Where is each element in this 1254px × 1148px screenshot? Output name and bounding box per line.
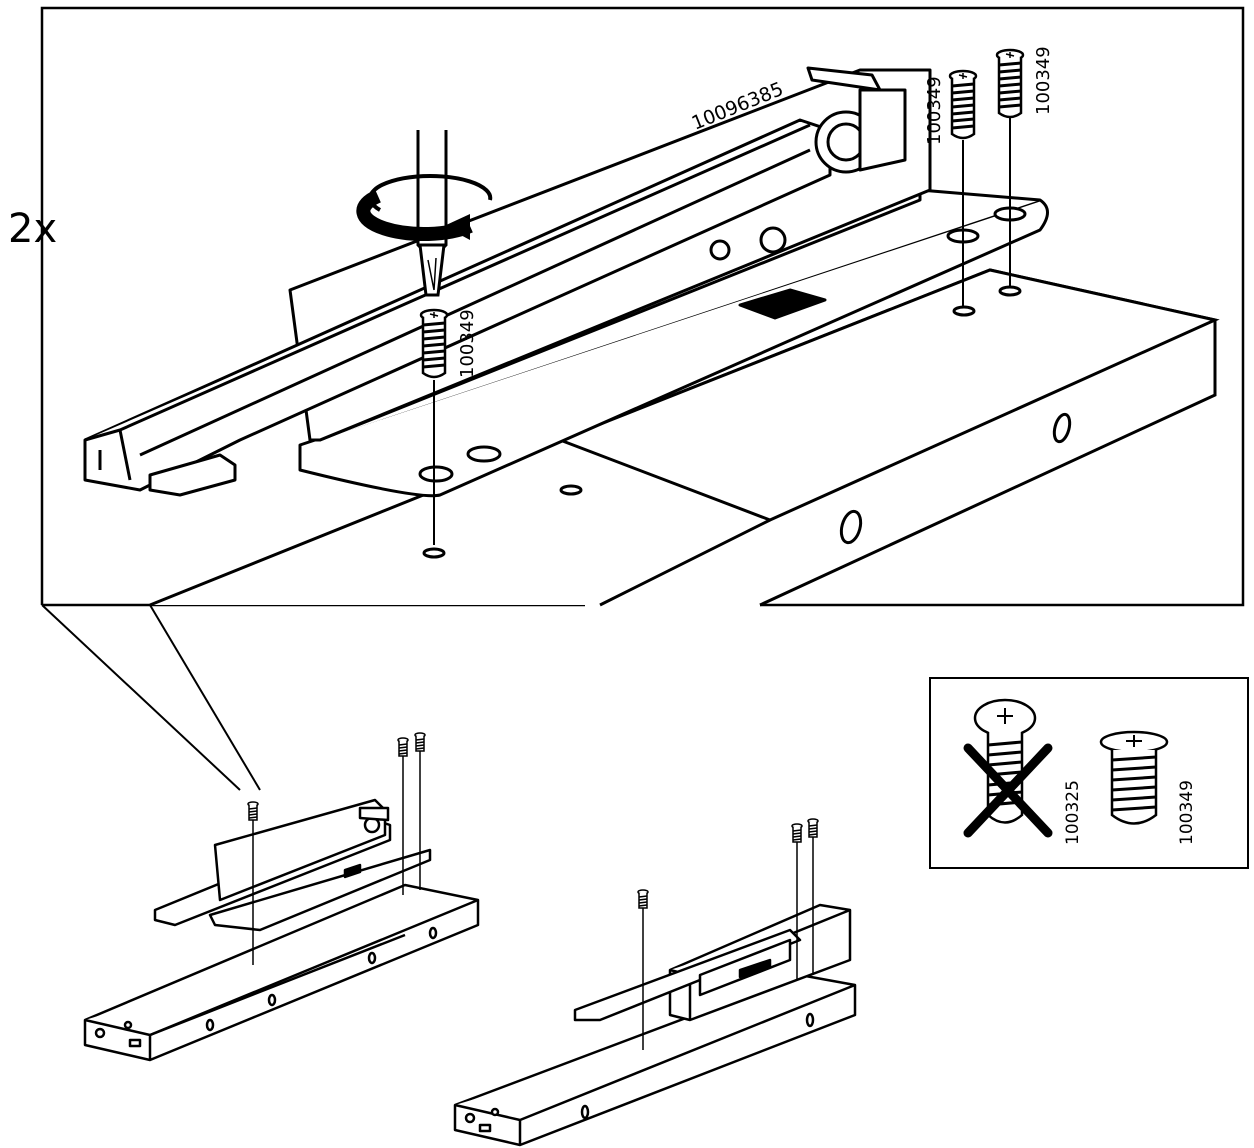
screw-part-number: 100349 [1033,46,1054,115]
rotate-arrow-icon [356,173,493,242]
screw-icon [1099,730,1169,825]
screw-icon [637,889,649,909]
screw-icon [419,308,449,379]
runner-detail [83,66,1049,498]
screw-guides [433,118,1011,545]
screw-comparison-box: 100325 100349 [929,677,1249,869]
screw-icon [791,823,803,843]
screw-icon [397,737,409,757]
overview-right-guides [642,833,814,1050]
screw-icon [247,801,259,821]
wrong-screw-part-number: 100325 [1063,780,1083,845]
screw-icon [948,69,978,140]
overview-left [83,798,480,1062]
screw-part-number: 100349 [1177,780,1197,845]
overview-left-guides [252,750,421,965]
screw-part-number: 100349 [924,76,945,145]
overview-right [453,903,857,1147]
screw-part-number: 100349 [457,309,478,378]
screw-icon [807,818,819,838]
screwdriver-icon [416,130,448,297]
quantity-label: 2x [8,206,57,252]
screw-icon [414,732,426,752]
screw-icon [995,48,1025,119]
cross-out-icon [963,743,1053,838]
